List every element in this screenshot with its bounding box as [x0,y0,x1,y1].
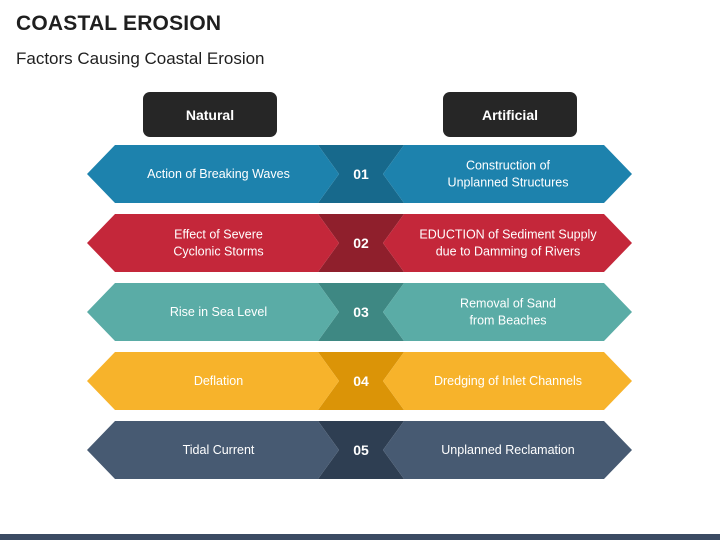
artificial-factor-label: Construction of [466,159,551,173]
row-number: 02 [353,235,369,251]
natural-factor-arrow [87,421,339,479]
artificial-factor-arrow [383,352,632,410]
artificial-column-header: Artificial [443,92,577,137]
natural-factor-arrow [87,352,339,410]
natural-column-header: Natural [143,92,277,137]
row-number: 03 [353,304,369,320]
artificial-factor-arrow [383,214,632,272]
artificial-factor-label: Unplanned Reclamation [441,443,574,457]
natural-factor-arrow [87,214,339,272]
row-number-block [318,352,404,410]
artificial-factor-label: Dredging of Inlet Channels [434,374,582,388]
page-subtitle: Factors Causing Coastal Erosion [16,49,265,68]
artificial-factor-arrow [383,421,632,479]
natural-factor-arrow [87,283,339,341]
artificial-factor-label: EDUCTION of Sediment Supply [419,228,597,242]
row-number: 05 [353,442,369,458]
natural-factor-label: Deflation [194,374,243,388]
row-number-block [318,214,404,272]
natural-factor-label: Rise in Sea Level [170,305,267,319]
row-number: 04 [353,373,369,389]
row-number-block [318,283,404,341]
natural-factor-label: Effect of Severe [174,228,263,242]
artificial-factor-label: from Beaches [469,314,546,328]
artificial-factor-label: due to Damming of Rivers [436,245,581,259]
row-number: 01 [353,166,369,182]
natural-factor-label: Cyclonic Storms [173,245,263,259]
footer-bar [0,534,720,540]
natural-factor-arrow [87,145,339,203]
page-title: COASTAL EROSION [16,12,222,35]
artificial-factor-arrow [383,283,632,341]
natural-factor-label: Action of Breaking Waves [147,167,290,181]
artificial-factor-label: Removal of Sand [460,297,556,311]
row-number-block [318,421,404,479]
natural-factor-label: Tidal Current [183,443,255,457]
artificial-factor-arrow [383,145,632,203]
artificial-factor-label: Unplanned Structures [448,176,569,190]
row-number-block [318,145,404,203]
